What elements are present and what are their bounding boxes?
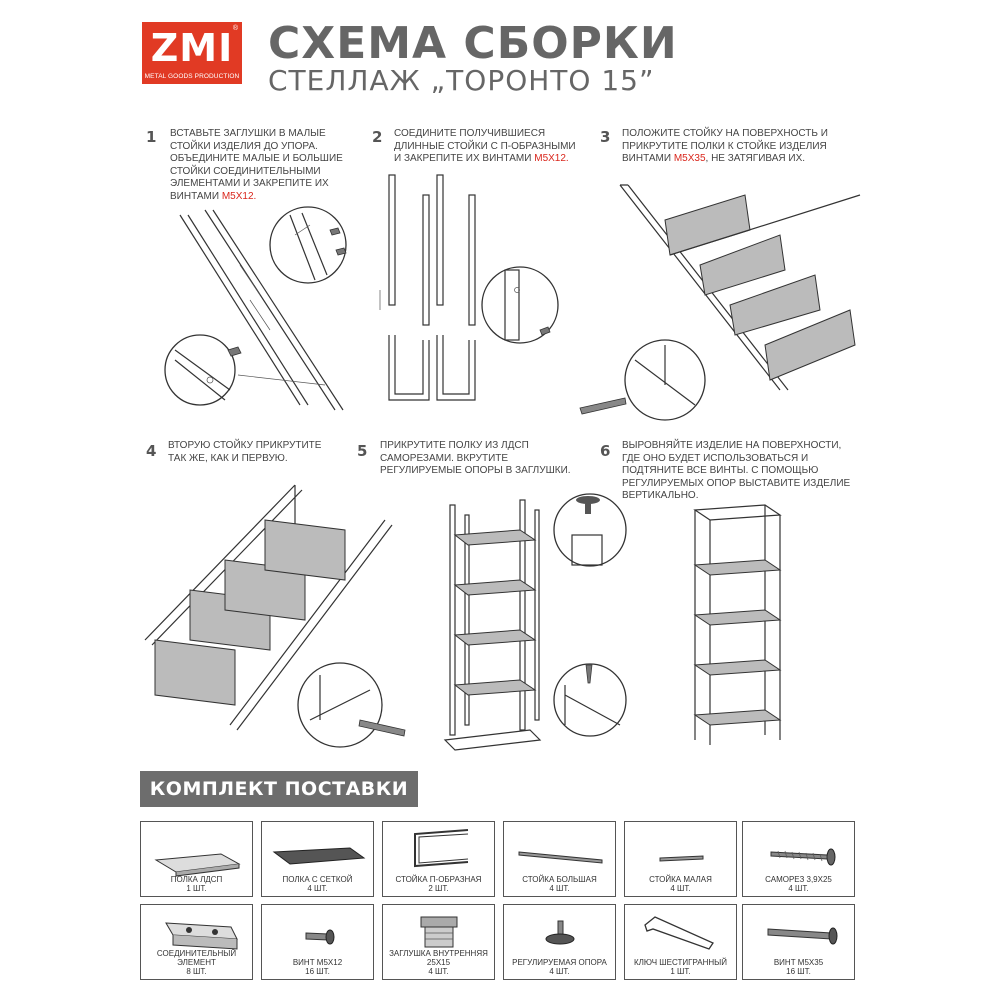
step-4-number: 4 [146,442,157,460]
kit-item-end-plug: ЗАГЛУШКА ВНУТРЕННЯЯ 25х154 шт. [382,904,495,980]
chipboard-shelf-icon [154,853,241,877]
step-3-number: 3 [600,128,611,146]
mesh-shelf-icon [272,847,366,865]
step-5-diagram [443,493,627,751]
step-5-text: ПРИКРУТИТЕ ПОЛКУ ИЗ ЛДСП САМОРЕЗАМИ. ВКР… [380,440,571,476]
step-5-detail-foot-content [571,496,603,566]
step-2-posts-illustration [379,174,476,401]
kit-item-short-bolt: ВИНТ М5х1216 шт. [261,904,374,980]
logo-mark: ZMI [150,26,234,70]
kit-item-name: ВИНТ М5х35 [773,958,824,967]
kit-item-self-tapping-screw: САМОРЕЗ 3,9х254 шт. [742,821,855,897]
step-1-detail-bottom [164,334,236,406]
long-bolt-icon [767,927,838,945]
step-3-diagram [579,184,861,421]
short-bolt-icon [305,929,335,945]
step-3-screw-spec: М5х35 [673,153,706,164]
step-3-note: , НЕ ЗАТЯГИВАЯ ИХ. [705,153,806,164]
step-6-diagram [693,504,782,745]
kit-item-name: СТОЙКА МАЛАЯ [649,875,712,884]
step-3-text: ПОЛОЖИТЕ СТОЙКУ НА ПОВЕРХНОСТЬ И ПРИКРУТ… [622,128,852,166]
step-4-detail-content [309,675,406,737]
step-1-text: ВСТАВЬТЕ ЗАГЛУШКИ В МАЛЫЕ СТОЙКИ ИЗДЕЛИЯ… [170,128,360,203]
step-4-frame-illustration [144,484,393,731]
kit-item-name: ЗАГЛУШКА ВНУТРЕННЯЯ 25х15 [389,949,488,967]
step-4-text: ВТОРУЮ СТОЙКУ ПРИКРУТИТЕ ТАК ЖЕ, КАК И П… [168,440,322,464]
small-post-icon [659,855,704,862]
adjustable-foot-icon [545,920,575,945]
kit-item-name: ПОЛКА ЛДСП [170,875,223,884]
step-2-number: 2 [372,128,383,146]
step-2-text: СОЕДИНИТЕ ПОЛУЧИВШИЕСЯ ДЛИННЫЕ СТОЙКИ С … [394,128,584,166]
kit-item-name: САМОРЕЗ 3,9х25 [765,875,832,884]
step-6-rack-illustration [693,504,782,745]
page-subtitle: СТЕЛЛАЖ „ТОРОНТО 15” [268,64,655,97]
brand-logo: ZMI ® METAL GOODS PRODUCTION [142,22,242,84]
large-post-icon [518,851,603,864]
kit-item-name: ВИНТ М5х12 [292,958,343,967]
kit-item-name: СОЕДИНИТЕЛЬНЫЙ ЭЛЕМЕНТ [156,949,237,967]
step-3-frame-illustration [619,184,861,391]
step-4-diagram [144,484,406,748]
step-1-screw-spec: М5х12. [221,190,257,202]
step-1-instruction: ВСТАВЬТЕ ЗАГЛУШКИ В МАЛЫЕ СТОЙКИ ИЗДЕЛИЯ… [170,128,343,202]
step-5-rack-illustration [443,499,542,751]
kit-item-qty: 16 шт. [305,967,330,976]
kit-item-qty: 16 шт. [786,967,811,976]
step-1-diagram [164,206,347,411]
logo-subtitle: METAL GOODS PRODUCTION [144,73,240,80]
step-1-detail-top-content [289,212,347,281]
step-2-detail [481,266,559,344]
kit-item-qty: 4 шт. [549,884,570,893]
step-2-diagram [379,174,559,401]
step-1-number: 1 [146,128,157,146]
kit-item-qty: 4 шт. [307,884,328,893]
page-title: СХЕМА СБОРКИ [268,18,678,69]
kit-item-name: КЛЮЧ ШЕСТИГРАННЫЙ [634,958,727,967]
self-tapping-screw-icon [770,848,836,866]
kit-item-qty: 1 шт. [186,884,207,893]
kit-section-title: КОМПЛЕКТ ПОСТАВКИ [140,771,418,807]
kit-item-qty: 4 шт. [670,884,691,893]
step-2-screw-spec: М5х12. [534,153,569,164]
kit-item-qty: 4 шт. [549,967,570,976]
step-5-detail-screw-content [564,664,621,726]
registered-mark: ® [232,25,238,32]
kit-item-qty: 2 шт. [428,884,449,893]
step-1-detail-bottom-content [174,346,242,401]
end-plug-icon [420,916,458,948]
u-post-icon [414,829,469,868]
hex-key-icon [644,916,714,950]
kit-item-name: РЕГУЛИРУЕМАЯ ОПОРА [512,958,607,967]
step-1-detail-top [269,206,347,284]
kit-item-qty: 8 шт. [186,967,207,976]
kit-item-qty: 1 шт. [670,967,691,976]
step-2-instruction: СОЕДИНИТЕ ПОЛУЧИВШИЕСЯ ДЛИННЫЕ СТОЙКИ С … [394,128,576,164]
step-6-text: ВЫРОВНЯЙТЕ ИЗДЕЛИЕ НА ПОВЕРХНОСТИ, ГДЕ О… [622,440,851,501]
kit-item-name: ПОЛКА С СЕТКОЙ [282,875,353,884]
kit-item-qty: 4 шт. [788,884,809,893]
step-1-posts-illustration [179,209,344,411]
connector-icon [165,922,238,950]
step-6-number: 6 [600,442,611,460]
step-5-number: 5 [357,442,368,460]
step-3-instruction: ПОЛОЖИТЕ СТОЙКУ НА ПОВЕРХНОСТЬ И ПРИКРУТ… [622,128,828,164]
step-3-detail-content [579,345,696,415]
kit-item-long-bolt: ВИНТ М5х3516 шт. [742,904,855,980]
step-2-detail-content [504,269,551,341]
kit-item-qty: 4 шт. [428,967,449,976]
kit-item-name: СТОЙКА БОЛЬШАЯ [522,875,597,884]
kit-item-name: СТОЙКА П-ОБРАЗНАЯ [395,875,482,884]
